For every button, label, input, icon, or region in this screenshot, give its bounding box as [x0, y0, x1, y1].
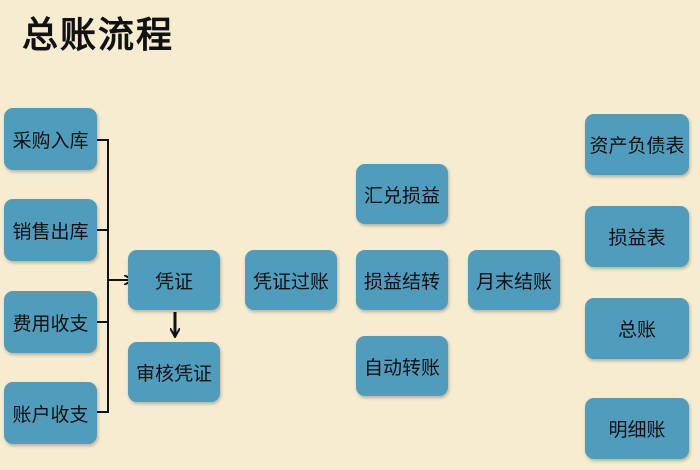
exchange-gain-loss-box: 汇兑损益	[356, 164, 448, 224]
voucher-posting-box: 凭证过账	[245, 250, 337, 310]
source-purchase-inbound: 采购入库	[4, 108, 97, 170]
report-balance-sheet: 资产负债表	[585, 114, 689, 175]
audit-voucher-box: 审核凭证	[128, 342, 220, 402]
profit-loss-transfer-box: 损益结转	[356, 250, 448, 310]
voucher-box: 凭证	[128, 250, 220, 310]
report-income-statement: 损益表	[585, 206, 689, 267]
source-account-flow: 账户收支	[4, 382, 97, 444]
month-end-closing-box: 月末结账	[468, 250, 560, 310]
page-title: 总账流程	[22, 15, 175, 56]
auto-transfer-box: 自动转账	[356, 336, 448, 396]
source-sales-outbound: 销售出库	[4, 199, 97, 261]
source-expense-flow: 费用收支	[4, 291, 97, 353]
report-general-ledger: 总账	[585, 298, 689, 359]
report-detail-ledger: 明细账	[585, 398, 689, 459]
